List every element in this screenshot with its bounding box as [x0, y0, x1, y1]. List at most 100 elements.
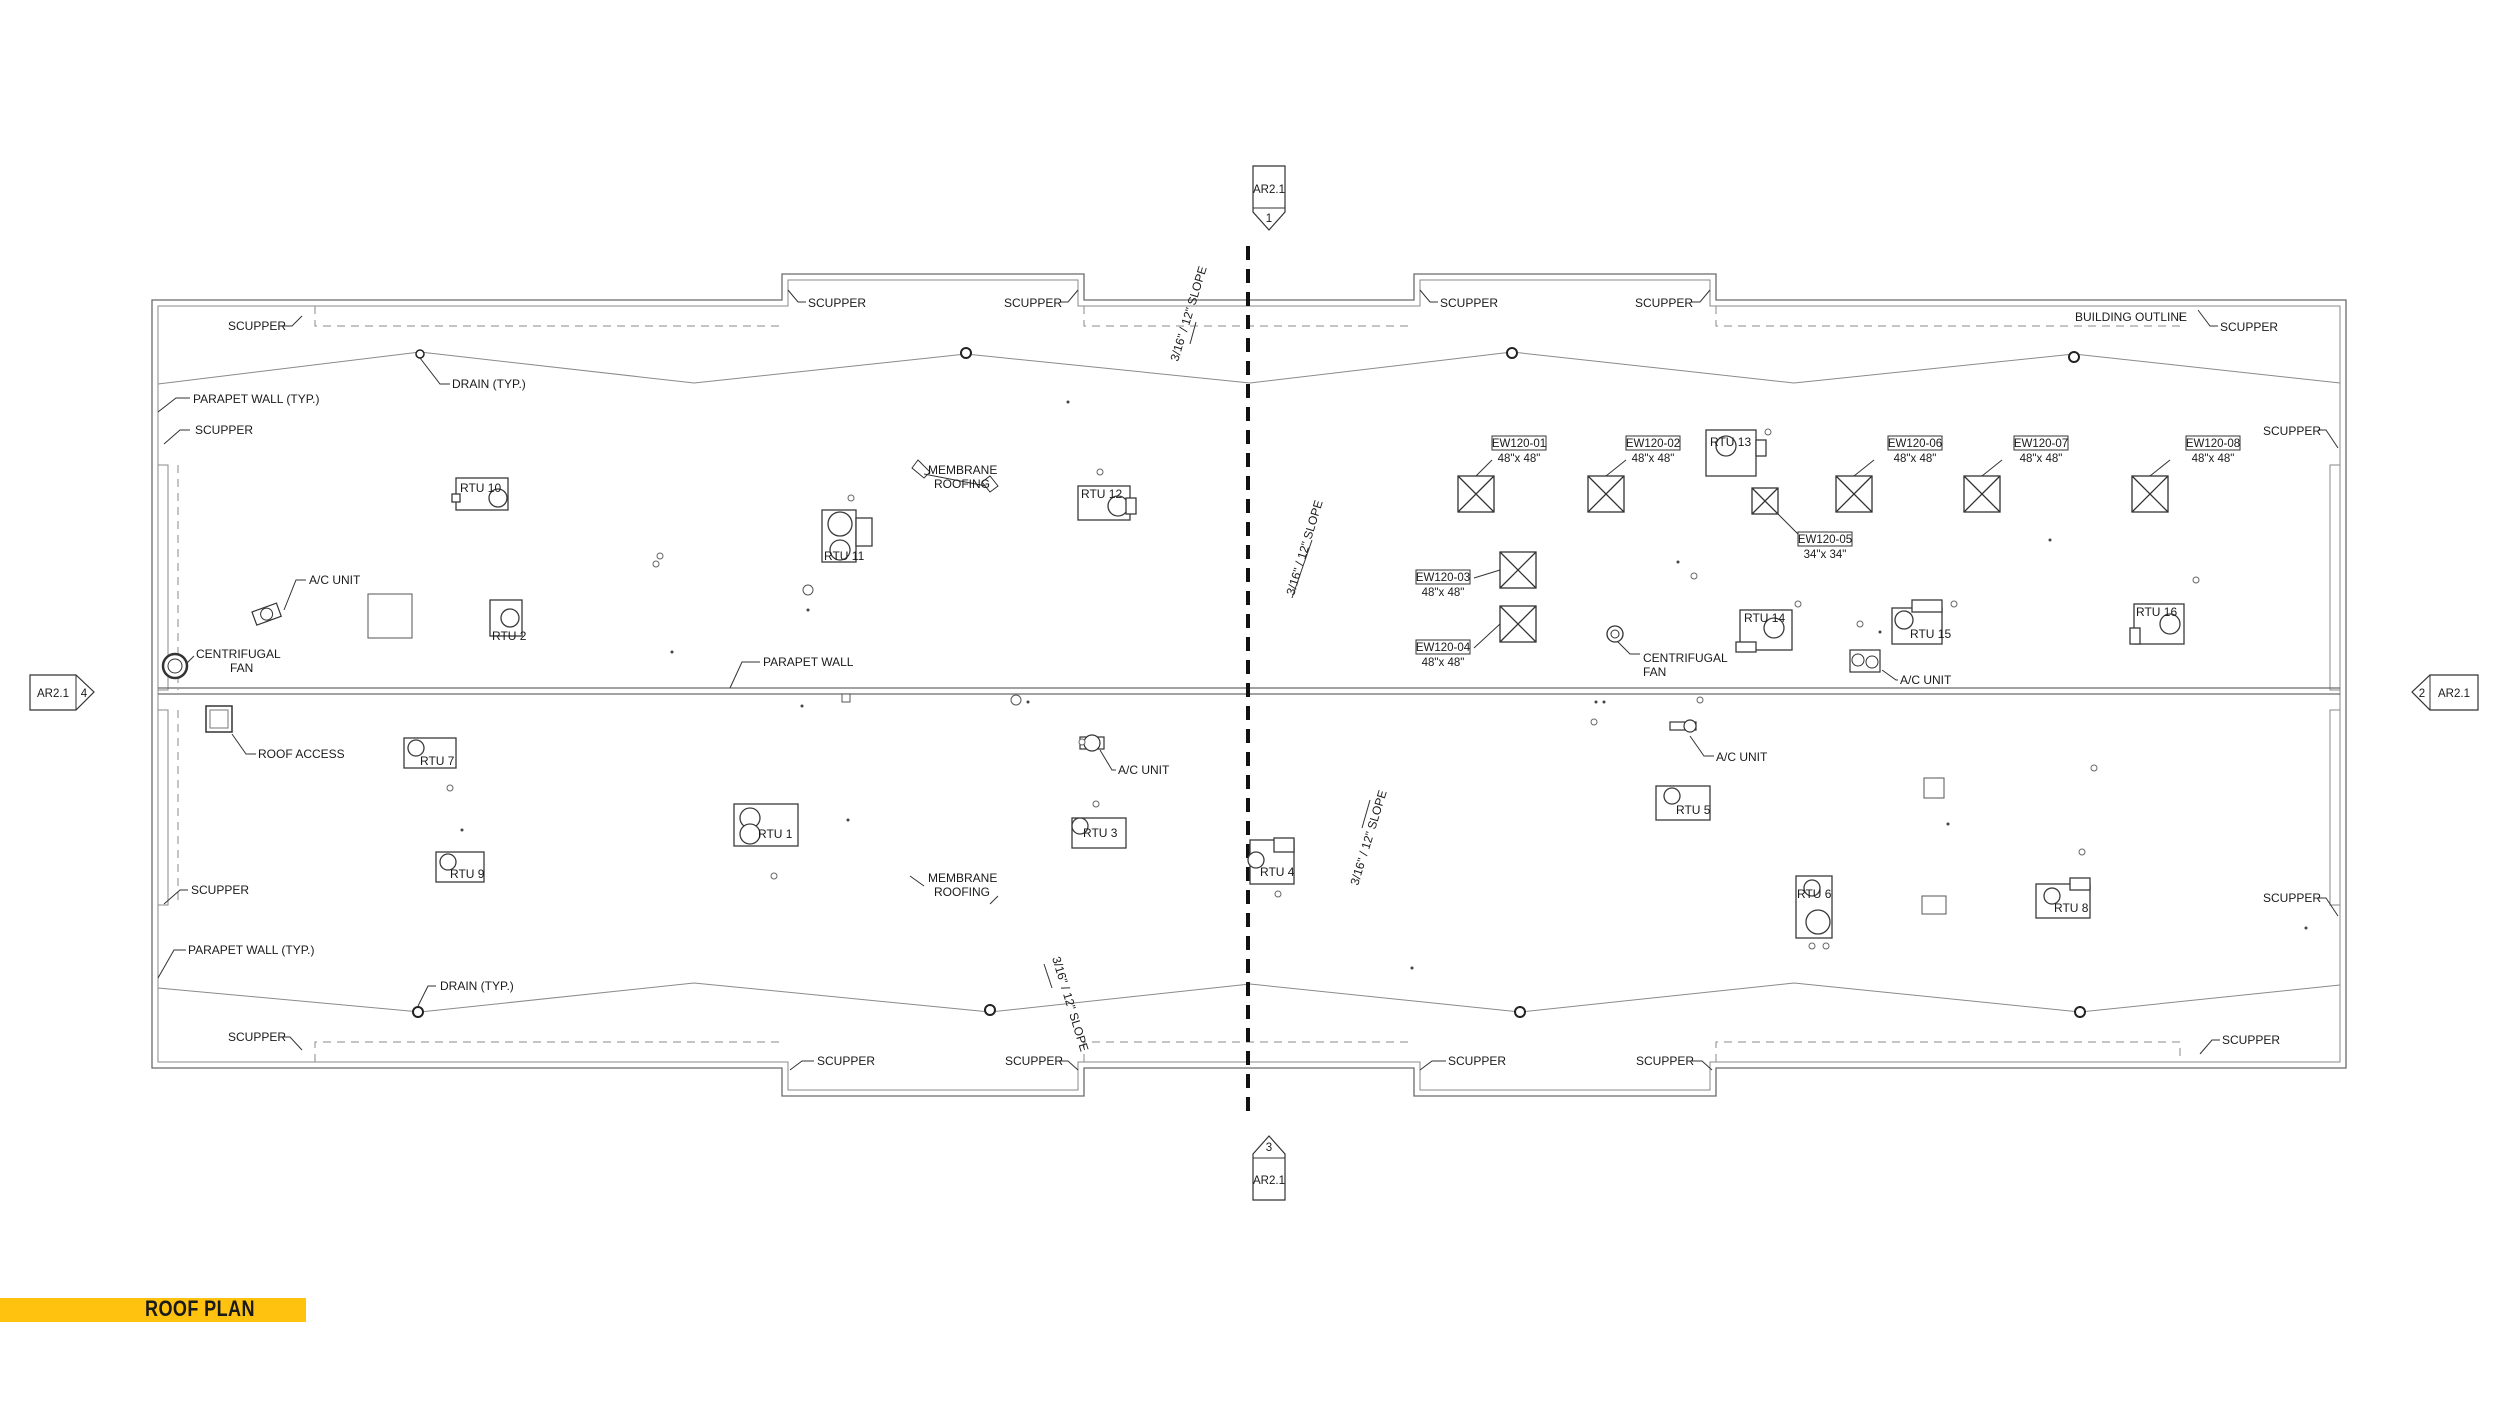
- scupper-label: SCUPPER: [2263, 891, 2321, 905]
- section-right-sheet: AR2.1: [2438, 688, 2470, 700]
- rtu-label: RTU 4: [1260, 865, 1295, 879]
- svg-text:EW120-06: EW120-06: [1888, 438, 1942, 450]
- svg-text:EW120-04: EW120-04: [1416, 642, 1471, 654]
- svg-text:48"x 48": 48"x 48": [1632, 453, 1675, 465]
- centrifugal-label: CENTRIFUGAL: [196, 647, 281, 661]
- rtu-label: RTU 14: [1744, 611, 1785, 625]
- ac-unit-label: A/C UNIT: [1900, 673, 1952, 687]
- section-bottom-number: 3: [1266, 1142, 1272, 1154]
- svg-text:48"x 48": 48"x 48": [2192, 453, 2235, 465]
- section-bottom-sheet: AR2.1: [1253, 1175, 1285, 1187]
- rtu-label: RTU 12: [1081, 487, 1122, 501]
- scupper-label: SCUPPER: [1005, 1054, 1063, 1068]
- rtu-label: RTU 2: [492, 629, 527, 643]
- rtu-label: RTU 3: [1083, 826, 1118, 840]
- scupper-label: SCUPPER: [2222, 1033, 2280, 1047]
- rtu-label: RTU 11: [824, 549, 865, 563]
- exhaust-tag: EW120-07 48"x 48": [2013, 435, 2069, 465]
- exhaust-tag: EW120-02 48"x 48": [1625, 435, 1681, 465]
- general-callouts: BUILDING OUTLINE PARAPET WALL (TYP.) PAR…: [157, 310, 2187, 1007]
- slope-label: 3/16" / 12" SLOPE: [1049, 955, 1091, 1053]
- svg-text:48"x 48": 48"x 48": [1498, 453, 1541, 465]
- slope-annotations: 3/16" / 12" SLOPE 3/16" / 12" SLOPE 3/16…: [1043, 265, 1390, 1053]
- centrifugal-label: CENTRIFUGAL: [1643, 651, 1728, 665]
- scupper-label: SCUPPER: [1440, 296, 1498, 310]
- exhaust-tag: EW120-04 48"x 48": [1415, 639, 1471, 669]
- scupper-label: SCUPPER: [1004, 296, 1062, 310]
- rtu-label: RTU 10: [460, 481, 501, 495]
- scupper-label: SCUPPER: [228, 1030, 286, 1044]
- roofing-label: ROOFING: [934, 885, 990, 899]
- section-marker-right: 2 AR2.1: [2411, 674, 2479, 711]
- drain-typ-label: DRAIN (TYP.): [452, 377, 526, 391]
- fan-label: FAN: [1643, 665, 1666, 679]
- scupper-label: SCUPPER: [817, 1054, 875, 1068]
- section-left-number: 4: [81, 688, 88, 700]
- scupper-label: SCUPPER: [2220, 320, 2278, 334]
- section-marker-bottom: 3 AR2.1: [1252, 1135, 1286, 1201]
- scupper-label: SCUPPER: [1635, 296, 1693, 310]
- section-top-sheet: AR2.1: [1253, 184, 1285, 196]
- rtu-label: RTU 13: [1710, 435, 1751, 449]
- rtu-label: RTU 7: [420, 754, 455, 768]
- membrane-label: MEMBRANE: [928, 871, 997, 885]
- section-marker-top: AR2.1 1: [1252, 165, 1286, 231]
- exhaust-fan-tags: EW120-01 48"x 48" EW120-02 48"x 48" EW12…: [1415, 435, 2241, 669]
- rtu-labels: RTU 1 RTU 2 RTU 3 RTU 4 RTU 5 RTU 6 RTU …: [420, 435, 2177, 915]
- svg-text:EW120-03: EW120-03: [1416, 572, 1470, 584]
- parapet-wall-label: PARAPET WALL: [763, 655, 854, 669]
- scupper-label: SCUPPER: [228, 319, 286, 333]
- slope-label: 3/16" / 12" SLOPE: [1167, 265, 1209, 363]
- exhaust-tag: EW120-05 34"x 34": [1797, 531, 1853, 561]
- rtu-label: RTU 1: [758, 827, 793, 841]
- building-outline-label: BUILDING OUTLINE: [2075, 310, 2187, 324]
- svg-text:34"x 34": 34"x 34": [1804, 549, 1847, 561]
- scupper-label: SCUPPER: [1448, 1054, 1506, 1068]
- exhaust-tag: EW120-06 48"x 48": [1887, 435, 1943, 465]
- scupper-label: SCUPPER: [808, 296, 866, 310]
- svg-text:48"x 48": 48"x 48": [2020, 453, 2063, 465]
- membrane-label: MEMBRANE: [928, 463, 997, 477]
- rtu-label: RTU 5: [1676, 803, 1711, 817]
- scupper-label: SCUPPER: [2263, 424, 2321, 438]
- roof-equipment: [161, 400, 2308, 970]
- svg-text:EW120-05: EW120-05: [1798, 534, 1852, 546]
- rtu-label: RTU 9: [450, 867, 485, 881]
- svg-text:48"x 48": 48"x 48": [1422, 657, 1465, 669]
- roofing-label: ROOFING: [934, 477, 990, 491]
- title-bar: [0, 1298, 306, 1322]
- scupper-callouts: SCUPPER SCUPPER SCUPPER SCUPPER SCUPPER …: [163, 289, 2339, 1071]
- svg-text:EW120-01: EW120-01: [1492, 438, 1546, 450]
- drawing-title: ROOF PLAN: [145, 1296, 255, 1321]
- drain-typ-label: DRAIN (TYP.): [440, 979, 514, 993]
- rtu-label: RTU 16: [2136, 605, 2177, 619]
- parapet-wall-typ-label: PARAPET WALL (TYP.): [188, 943, 314, 957]
- building-outline: [151, 273, 2347, 1097]
- ac-unit-label: A/C UNIT: [1716, 750, 1768, 764]
- scupper-label: SCUPPER: [195, 423, 253, 437]
- exhaust-tag: EW120-08 48"x 48": [2185, 435, 2241, 465]
- svg-text:48"x 48": 48"x 48": [1422, 587, 1465, 599]
- scupper-label: SCUPPER: [191, 883, 249, 897]
- rtu-label: RTU 15: [1910, 627, 1951, 641]
- exhaust-tag: EW120-03 48"x 48": [1415, 569, 1471, 599]
- section-marker-left: AR2.1 4: [29, 674, 95, 711]
- section-right-number: 2: [2419, 688, 2425, 700]
- section-left-sheet: AR2.1: [37, 688, 69, 700]
- slope-label: 3/16" / 12" SLOPE: [1283, 499, 1325, 597]
- ac-unit-label: A/C UNIT: [309, 573, 361, 587]
- ac-unit-label: A/C UNIT: [1118, 763, 1170, 777]
- roof-access-label: ROOF ACCESS: [258, 747, 345, 761]
- parapet-wall-typ-label: PARAPET WALL (TYP.): [193, 392, 319, 406]
- svg-text:EW120-02: EW120-02: [1626, 438, 1680, 450]
- svg-text:EW120-07: EW120-07: [2014, 438, 2068, 450]
- svg-text:EW120-08: EW120-08: [2186, 438, 2240, 450]
- rtu-label: RTU 8: [2054, 901, 2089, 915]
- svg-text:48"x 48": 48"x 48": [1894, 453, 1937, 465]
- rtu-label: RTU 6: [1797, 887, 1832, 901]
- roof-drains: [412, 347, 2086, 1018]
- section-top-number: 1: [1266, 213, 1272, 225]
- scupper-label: SCUPPER: [1636, 1054, 1694, 1068]
- fan-label: FAN: [230, 661, 253, 675]
